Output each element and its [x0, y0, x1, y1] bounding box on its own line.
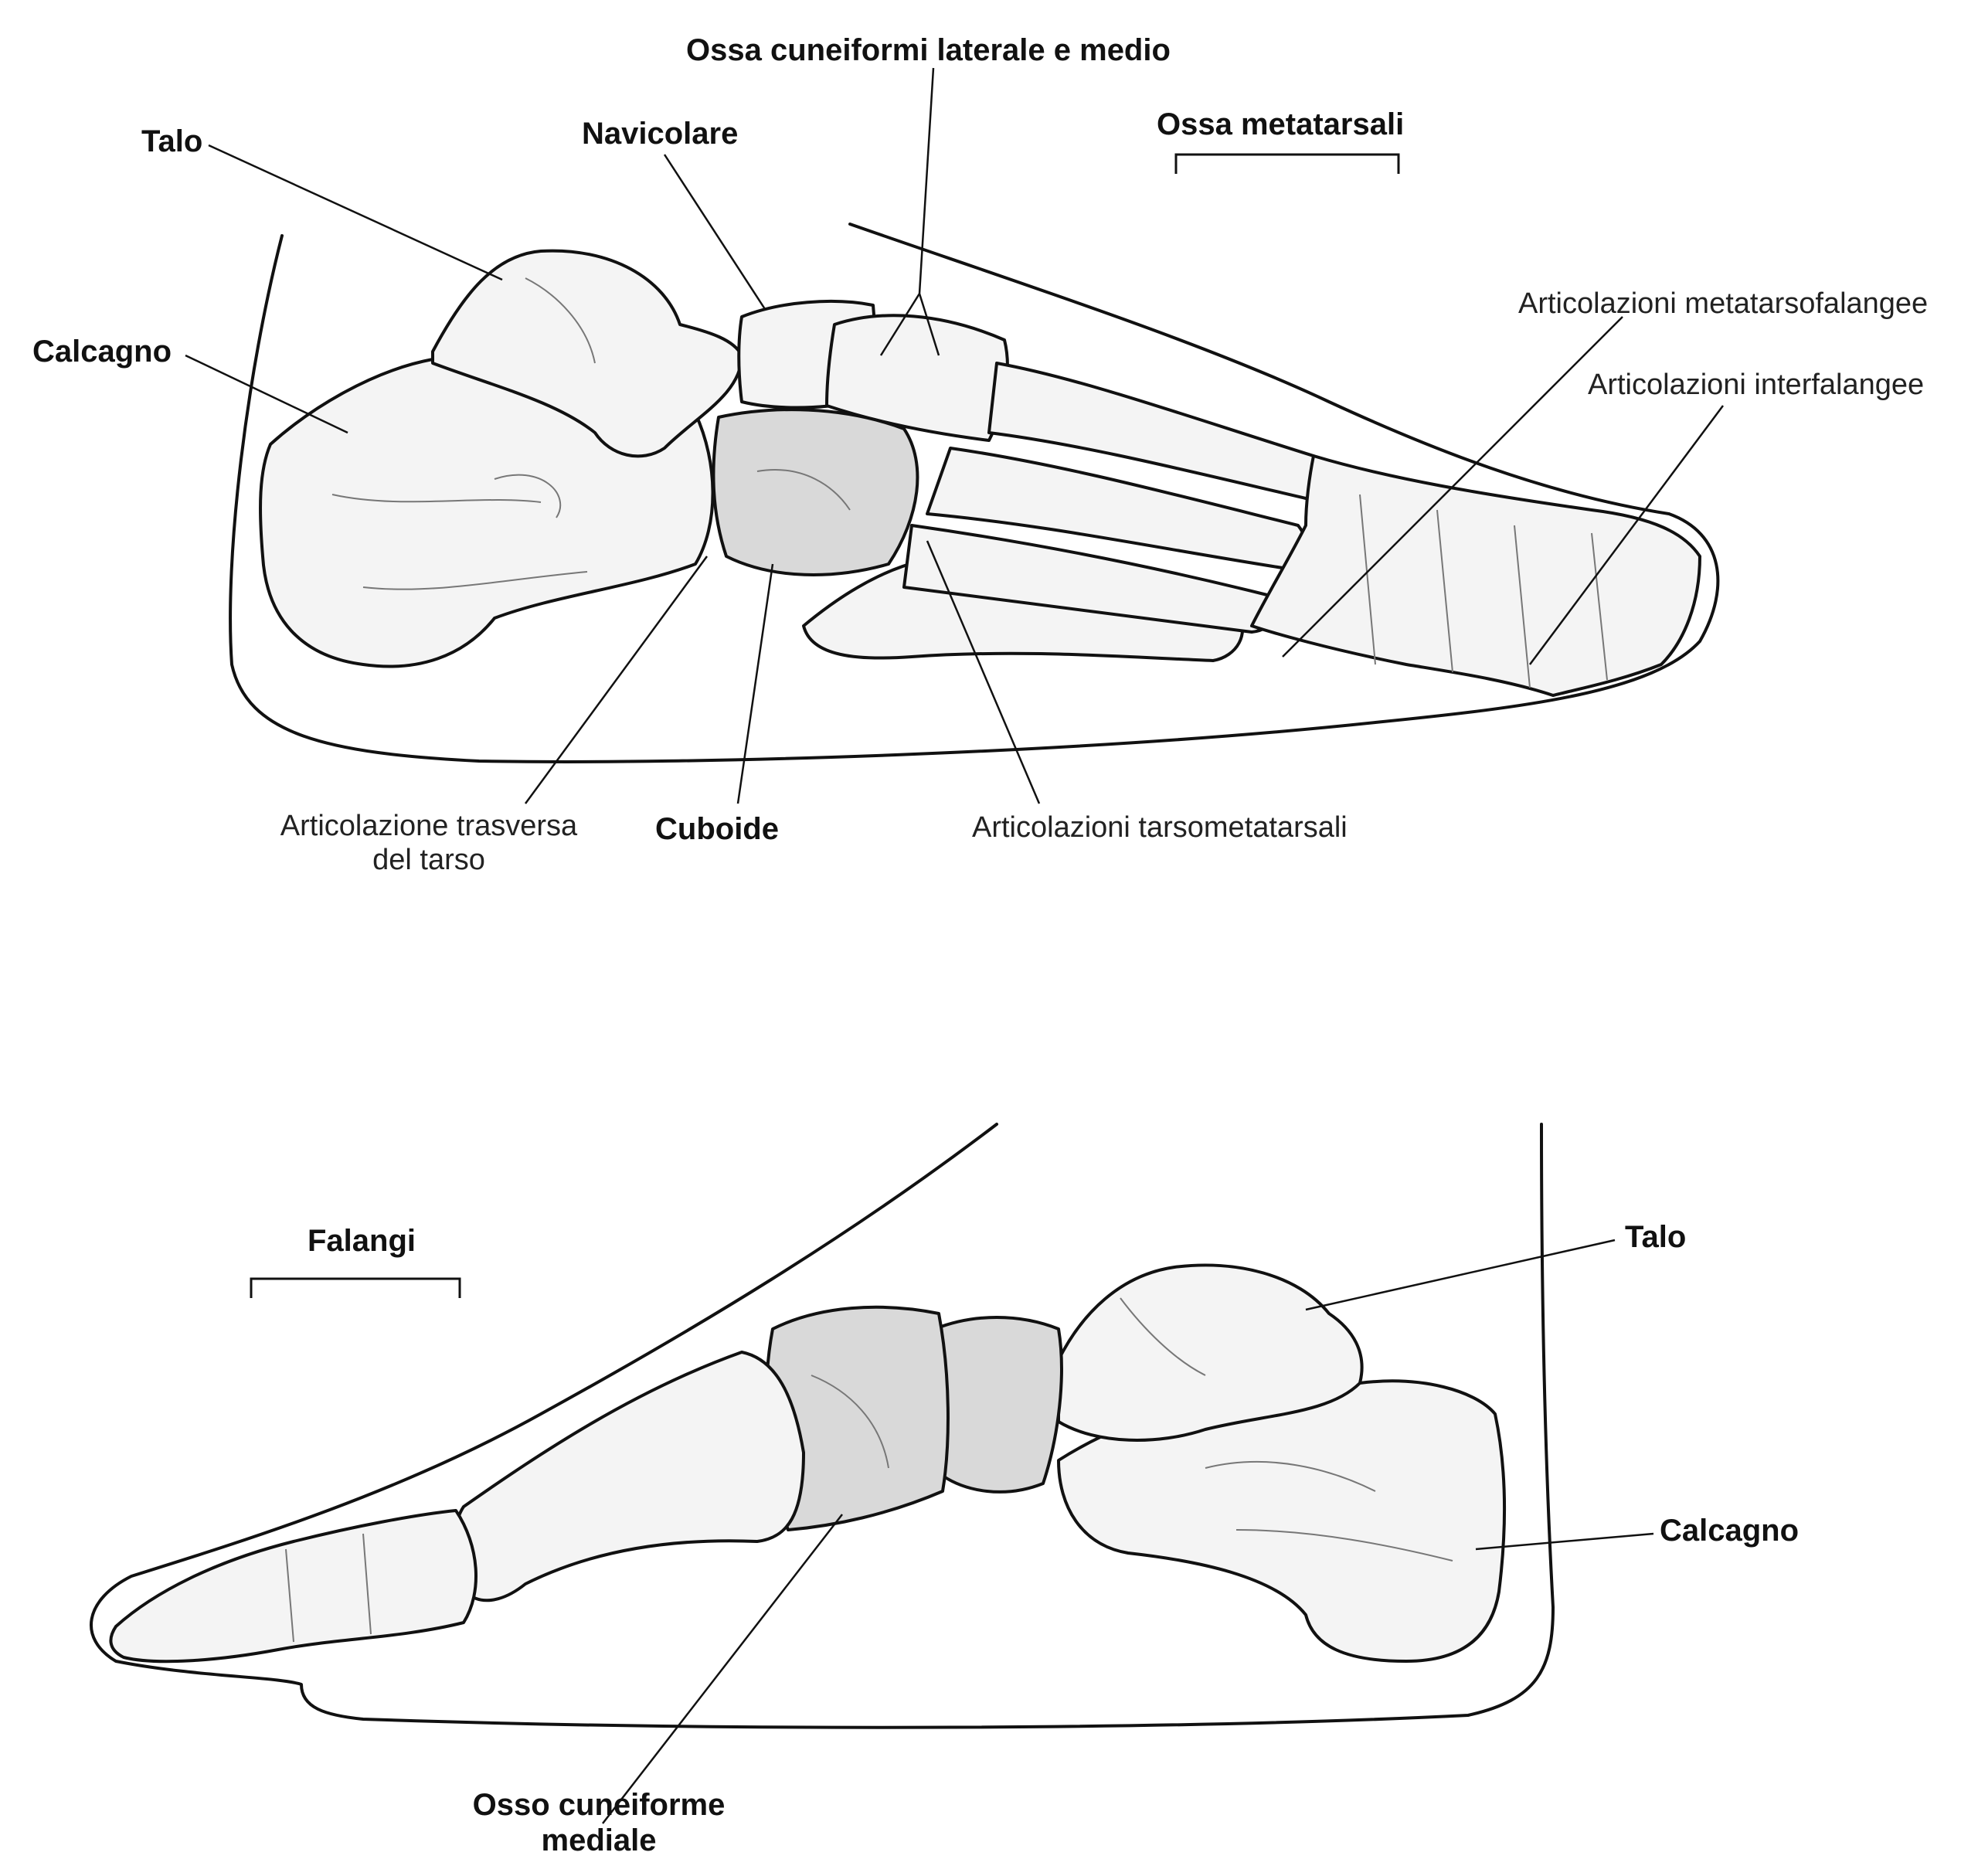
leader-talo-top [209, 145, 502, 280]
label-calcagno-bottom: Calcagno [1660, 1513, 1799, 1548]
label-articolazioni-tarsometatarsali: Articolazioni tarsometatarsali [972, 811, 1348, 845]
label-talo-bottom: Talo [1625, 1219, 1686, 1255]
leader-cuboide [738, 564, 773, 804]
medial-navicular [930, 1317, 1061, 1492]
label-ossa-cuneiformi: Ossa cuneiformi laterale e medio [686, 32, 1171, 68]
label-articolazioni-interfalangee: Articolazioni interfalangee [1588, 369, 1924, 403]
label-ossa-metatarsali: Ossa metatarsali [1157, 107, 1404, 142]
label-calcagno-top: Calcagno [32, 334, 172, 369]
lateral-foot-view [185, 68, 1723, 804]
label-osso-cuneiforme-line1: Osso cuneiforme [433, 1787, 765, 1823]
label-articolazione-trasversa: Articolazione trasversa del tarso [267, 810, 591, 877]
bracket-falangi [251, 1279, 460, 1298]
label-osso-cuneiforme-line2: mediale [433, 1823, 765, 1858]
leader-cuneiformi [881, 68, 939, 355]
label-talo-top: Talo [141, 124, 202, 159]
label-articolazione-trasversa-line2: del tarso [267, 844, 591, 878]
label-articolazioni-metatarsofalangee: Articolazioni metatarsofalangee [1518, 287, 1928, 321]
label-navicolare: Navicolare [582, 116, 738, 151]
bracket-metatarsali [1176, 155, 1399, 174]
leader-navicolare-top [664, 155, 765, 309]
label-cuboide: Cuboide [655, 811, 779, 847]
lateral-phalanges [1252, 456, 1700, 695]
lateral-cuboid [713, 410, 917, 575]
leader-talo-bottom [1306, 1240, 1615, 1310]
medial-first-metatarsal [452, 1352, 804, 1600]
label-falangi: Falangi [308, 1223, 416, 1259]
leader-calcagno-top [185, 355, 348, 433]
leader-cuneiforme-mediale [603, 1514, 842, 1823]
label-articolazione-trasversa-line1: Articolazione trasversa [267, 810, 591, 844]
label-osso-cuneiforme-mediale: Osso cuneiforme mediale [433, 1787, 765, 1858]
